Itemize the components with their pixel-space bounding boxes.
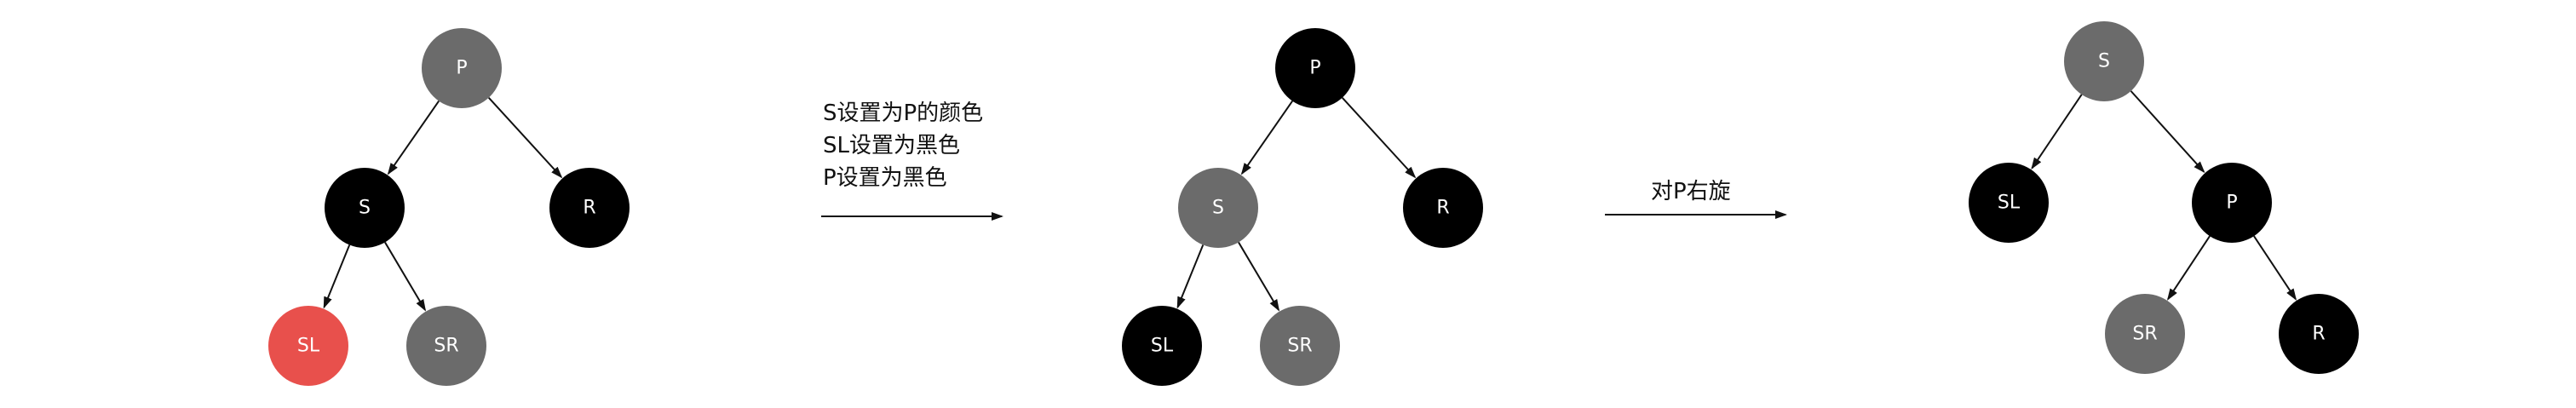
tree-1-node-s-label: S xyxy=(359,198,371,219)
tree-3-node-sr: SR xyxy=(2105,294,2185,374)
tree-3-node-s-circle xyxy=(2064,21,2144,101)
tree-1-edge-p-r xyxy=(487,97,563,179)
tree-2-node-p: P xyxy=(1275,28,1355,108)
tree-3-node-s-label: S xyxy=(2098,51,2110,72)
tree-1-node-sl-circle xyxy=(268,306,348,386)
tree-2-node-s: S xyxy=(1178,168,1258,248)
step-1-line-3: P设置为黑色 xyxy=(823,165,947,191)
tree-1-node-sl: SL xyxy=(268,306,348,386)
tree-3-node-r: R xyxy=(2279,294,2359,374)
tree-1-edge-p-s xyxy=(387,101,440,175)
step-arrows-layer xyxy=(821,210,1787,221)
tree-1-edge-s-sr xyxy=(384,241,427,312)
tree-3-edge-p-sr xyxy=(2166,235,2211,301)
tree-2-node-s-circle xyxy=(1178,168,1258,248)
tree-2-node-sr: SR xyxy=(1260,306,1340,386)
tree-3-edge-s-sl xyxy=(2031,94,2083,170)
step-2-line-1: 对P右旋 xyxy=(1651,179,1731,204)
tree-2-node-r-label: R xyxy=(1436,198,1449,219)
tree-1-node-s-circle xyxy=(325,168,405,248)
tree-2-edge-s-sr xyxy=(1238,241,1280,312)
tree-3-node-sl-label: SL xyxy=(1998,193,2021,214)
tree-2-edge-p-r xyxy=(1341,97,1417,179)
tree-3-node-sr-label: SR xyxy=(2132,324,2157,345)
tree-2-edge-p-s xyxy=(1240,101,1293,175)
step-2-caption: 对P右旋 xyxy=(1651,175,1731,208)
tree-3-edge-p-r xyxy=(2253,235,2297,301)
tree-2-node-p-label: P xyxy=(1309,58,1320,79)
tree-3-node-r-label: R xyxy=(2312,324,2325,345)
tree-1-node-r: R xyxy=(549,168,630,248)
tree-3-node-p: P xyxy=(2192,163,2272,243)
tree-2-node-sl: SL xyxy=(1122,306,1202,386)
tree-1-node-sr-circle xyxy=(406,306,486,386)
tree-3-node-p-label: P xyxy=(2226,193,2237,214)
tree-3-edge-s-p xyxy=(2130,90,2205,174)
tree-2-node-sl-label: SL xyxy=(1151,336,1174,357)
tree-1-edge-s-sl xyxy=(323,244,351,309)
tree-1-node-p-circle xyxy=(422,28,502,108)
tree-3-node-p-circle xyxy=(2192,163,2272,243)
tree-1-node-p-label: P xyxy=(456,58,467,79)
tree-2-node-r: R xyxy=(1403,168,1483,248)
step-1-line-2: SL设置为黑色 xyxy=(823,133,960,158)
tree-1-node-r-circle xyxy=(549,168,630,248)
tree-2-node-r-circle xyxy=(1403,168,1483,248)
tree-2-node-sr-circle xyxy=(1260,306,1340,386)
tree-2-node-sr-label: SR xyxy=(1287,336,1312,357)
tree-1-node-sr-label: SR xyxy=(434,336,458,357)
tree-2-node-s-label: S xyxy=(1212,198,1224,219)
tree-1-node-s: S xyxy=(325,168,405,248)
tree-1-node-r-label: R xyxy=(583,198,595,219)
tree-2-edge-s-sl xyxy=(1176,244,1205,309)
tree-1-node-p: P xyxy=(422,28,502,108)
tree-1-node-sr: SR xyxy=(406,306,486,386)
edges-layer xyxy=(323,90,2297,312)
step-1-caption: S设置为P的颜色 SL设置为黑色 P设置为黑色 xyxy=(823,97,983,194)
tree-1-node-sl-label: SL xyxy=(297,336,320,357)
tree-3-node-s: S xyxy=(2064,21,2144,101)
step-1-line-1: S设置为P的颜色 xyxy=(823,101,984,126)
tree-3-node-sr-circle xyxy=(2105,294,2185,374)
tree-2-node-p-circle xyxy=(1275,28,1355,108)
tree-2-node-sl-circle xyxy=(1122,306,1202,386)
tree-3-node-sl: SL xyxy=(1969,163,2049,243)
tree-3-node-sl-circle xyxy=(1969,163,2049,243)
tree-3-node-r-circle xyxy=(2279,294,2359,374)
